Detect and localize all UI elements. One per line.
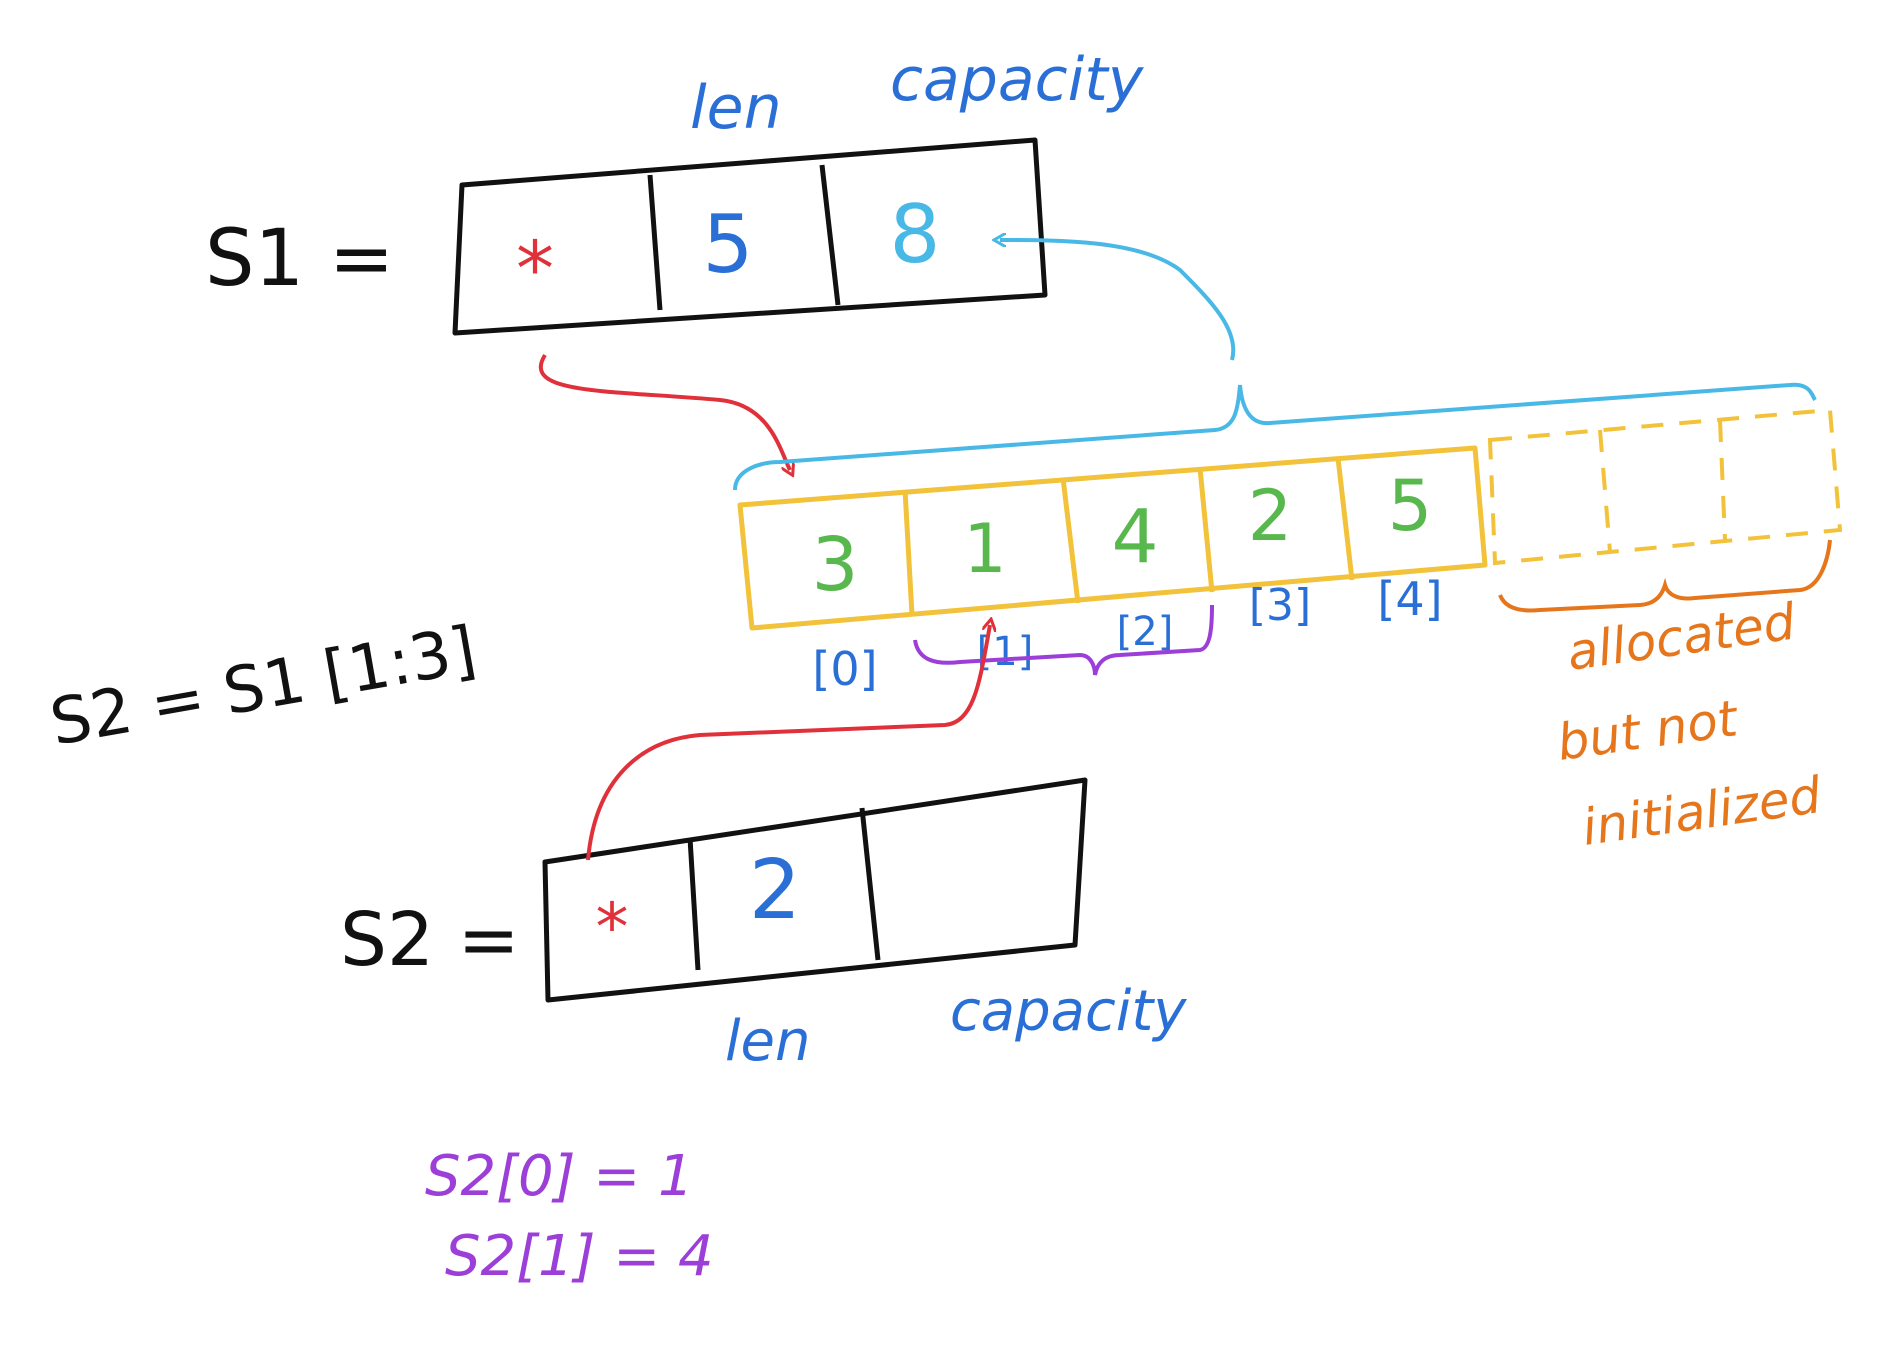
array-index-2: [2] — [1117, 609, 1174, 655]
array-value-4: 5 — [1388, 465, 1433, 547]
s1-capacity-value: 8 — [890, 188, 941, 281]
backing-array: 3 1 4 2 5 — [737, 407, 1843, 631]
s1-capacity-arrow-icon — [1000, 240, 1236, 361]
array-index-4: [4] — [1377, 572, 1442, 626]
note-line-1: S2[0] = 1 — [425, 1144, 694, 1209]
unallocated-brace-icon — [1498, 539, 1832, 613]
s1-len-value: 5 — [703, 198, 754, 291]
note-line-2: S2[1] = 4 — [445, 1224, 714, 1289]
unallocated-note-line-2: but not — [1554, 689, 1743, 772]
index-notes: S2[0] = 1 S2[1] = 4 — [425, 1144, 714, 1289]
array-value-1: 1 — [963, 510, 1006, 589]
s1-pointer-value: * — [516, 224, 554, 313]
s2-header: S2 = * 2 len capacity — [340, 777, 1187, 1074]
s2-pointer-arrow-icon — [586, 625, 990, 861]
s1-capacity-caption: capacity — [890, 45, 1145, 115]
s1-len-caption: len — [690, 73, 782, 143]
length-brace-icon — [913, 604, 1214, 676]
s2-divider-1 — [687, 837, 701, 971]
s2-pointer-value: * — [596, 889, 629, 966]
unallocated-note-line-3: initialized — [1579, 766, 1825, 857]
array-divider-3 — [1197, 467, 1215, 593]
unallocated-divider-1 — [1598, 429, 1612, 553]
array-value-3: 2 — [1248, 475, 1293, 557]
array-index-0: [0] — [812, 642, 877, 696]
s1-box — [452, 137, 1048, 336]
array-divider-4 — [1335, 457, 1355, 581]
unallocated-note: allocated but not initialized — [1554, 593, 1825, 857]
s2-len-caption: len — [725, 1009, 811, 1074]
array-value-2: 4 — [1111, 494, 1158, 580]
array-divider-2 — [1060, 477, 1081, 604]
s1-header: S1 = * 5 8 len capacity — [205, 45, 1145, 336]
array-divider-1 — [902, 489, 915, 616]
s1-label: S1 = — [205, 214, 394, 304]
slice-expression: S2 = S1 [1:3] — [45, 613, 482, 761]
unallocated-cells — [1487, 407, 1843, 566]
s1-divider-2 — [819, 164, 841, 306]
s2-len-value: 2 — [749, 843, 801, 938]
s2-capacity-caption: capacity — [950, 979, 1187, 1044]
array-index-3: [3] — [1249, 580, 1311, 631]
s2-divider-2 — [859, 807, 881, 961]
array-indices: [0] [1] [2] [3] [4] — [812, 572, 1442, 696]
array-box — [737, 445, 1488, 631]
capacity-brace-icon — [733, 382, 1817, 491]
array-value-0: 3 — [811, 522, 858, 608]
s1-divider-1 — [647, 174, 663, 311]
unallocated-divider-2 — [1718, 419, 1727, 541]
s2-label: S2 = — [340, 897, 520, 983]
s2-box — [542, 777, 1088, 1003]
s1-pointer-arrow-icon — [538, 353, 790, 470]
